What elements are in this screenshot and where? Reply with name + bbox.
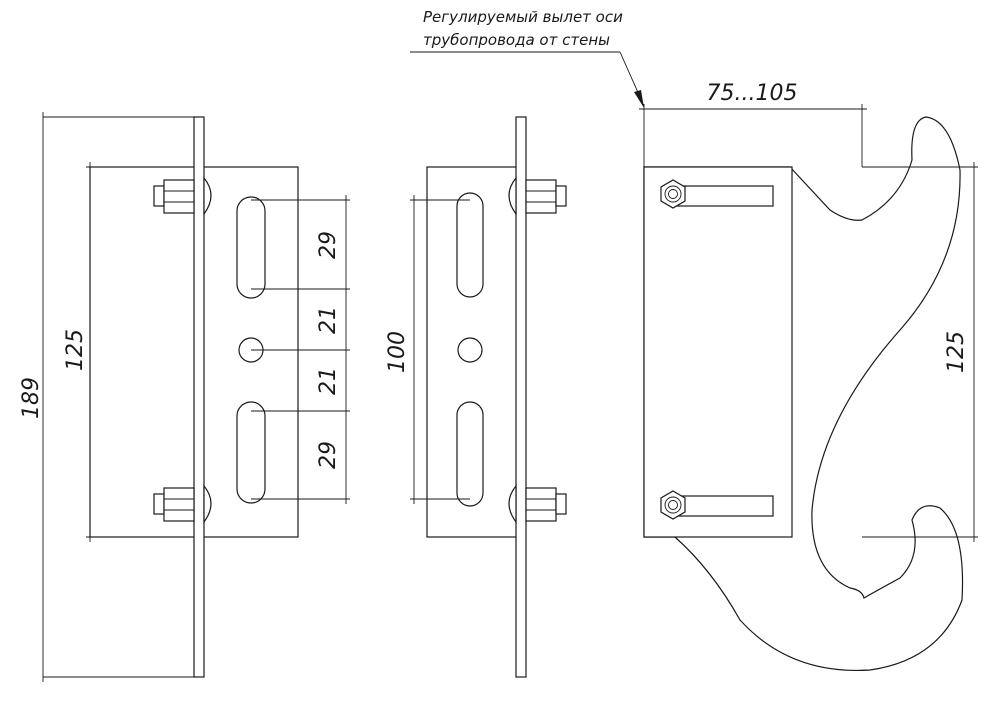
annotation-line-2: трубопровода от стены	[423, 31, 610, 49]
dim-100: 100	[385, 331, 410, 373]
dim-21-top: 21	[316, 306, 341, 334]
left-slot-bottom	[236, 401, 266, 504]
left-slot-top	[236, 196, 266, 299]
annotation-line-1: Регулируемый вылет оси	[423, 8, 623, 26]
right-nut-top	[660, 179, 686, 209]
dim-125-left: 125	[63, 329, 88, 371]
middle-bracket-plate	[426, 166, 520, 538]
middle-wall-strip	[515, 116, 527, 678]
middle-bolt-bottom	[508, 484, 567, 524]
dim-offset-range: 75...105	[707, 81, 798, 106]
dim-189: 189	[19, 377, 44, 419]
left-bolt-top	[153, 176, 212, 216]
left-view: 189 125 29 21 21 29	[19, 112, 350, 682]
middle-center-hole	[457, 337, 483, 363]
right-nut-bottom	[660, 490, 686, 520]
middle-slot-bottom	[456, 401, 484, 507]
dim-29-bottom: 29	[316, 441, 341, 469]
middle-bolt-top	[508, 176, 567, 216]
dim-125-right: 125	[944, 331, 969, 373]
middle-view: 100	[385, 116, 567, 678]
left-wall-strip	[193, 116, 205, 678]
middle-slot-top	[456, 192, 484, 298]
dim-29-top: 29	[316, 231, 341, 259]
left-bolt-bottom	[153, 484, 212, 524]
dim-21-bottom: 21	[316, 367, 341, 395]
right-view: 75...105 125 Регулируемый вылет оси труб…	[410, 8, 978, 672]
right-mounting-plate	[643, 166, 793, 538]
